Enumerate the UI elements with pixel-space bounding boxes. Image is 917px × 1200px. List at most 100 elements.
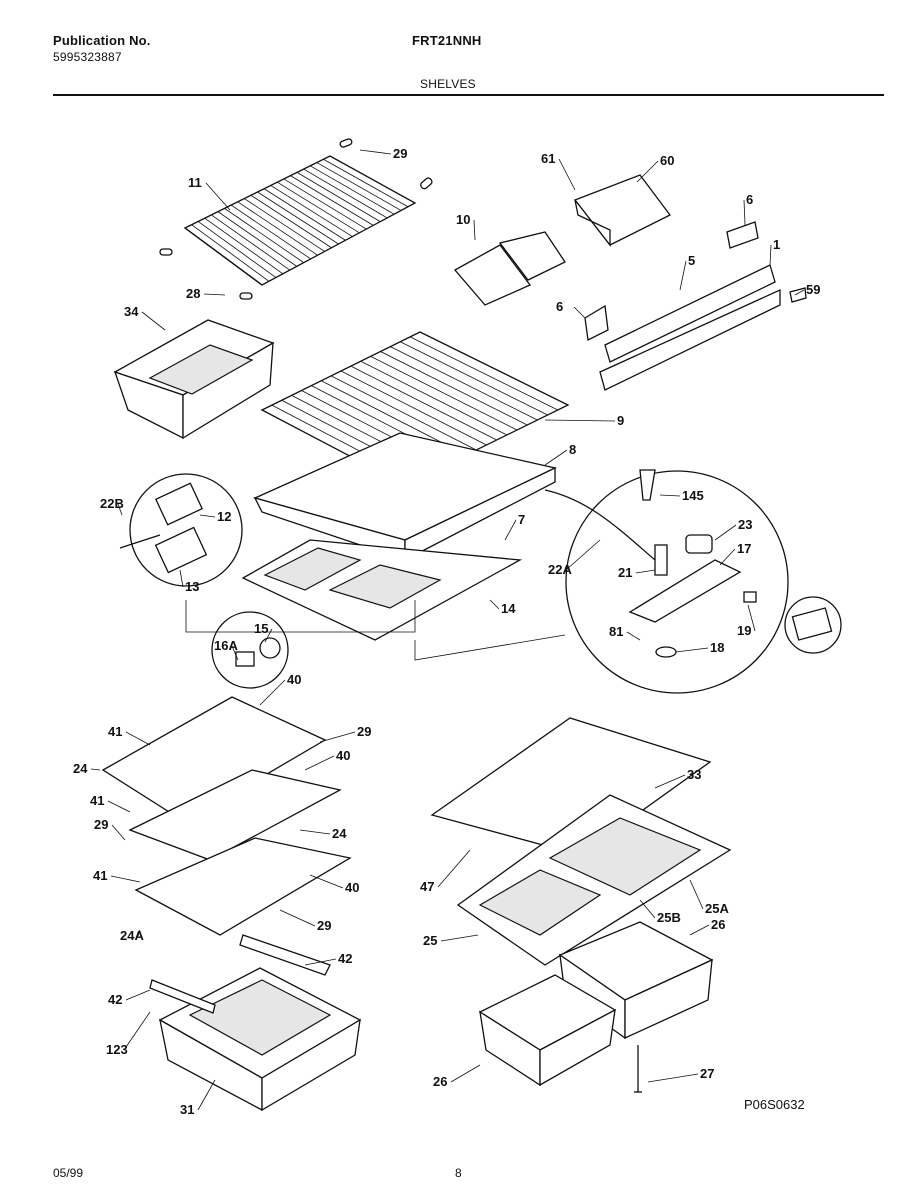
callout-leader — [111, 824, 126, 841]
callout-label: 17 — [737, 541, 751, 556]
callout-label: 6 — [556, 299, 563, 314]
callout-leader — [231, 645, 239, 661]
callout-label: 13 — [185, 579, 199, 594]
callout-leader — [489, 599, 500, 610]
shelf-wire — [224, 208, 304, 263]
shelf-wire — [277, 181, 360, 234]
callout-leader — [747, 604, 756, 632]
callout-leader — [689, 924, 710, 936]
callout-label: 22B — [100, 496, 124, 511]
callout-label: 9 — [617, 413, 624, 428]
shelf-wire — [290, 175, 374, 226]
callout-leader — [137, 929, 141, 937]
callout-label: 27 — [700, 1066, 714, 1081]
deli-drawer-part — [113, 319, 275, 440]
callout-label: 8 — [569, 442, 576, 457]
callout-leader — [635, 569, 656, 574]
callout-leader — [654, 774, 686, 789]
callout-leader — [110, 875, 141, 883]
callout-leader — [647, 1073, 699, 1083]
callout-label: 41 — [108, 724, 122, 739]
control-housing-part — [253, 432, 557, 562]
callout-leader — [675, 647, 709, 653]
shelf-wire — [270, 185, 353, 237]
shelf-wire — [197, 221, 277, 278]
light-bulb-part — [211, 611, 289, 689]
callout-leader — [437, 849, 471, 888]
callout-label: 11 — [188, 175, 202, 190]
footer-date: 05/99 — [53, 1166, 84, 1180]
callout-leader — [107, 800, 131, 813]
callout-label: 24 — [332, 826, 347, 841]
callout-label: 40 — [336, 748, 350, 763]
callout-label: 1 — [773, 237, 780, 252]
callout-leader — [90, 768, 101, 771]
footer-page-number: 8 — [455, 1166, 462, 1180]
shelf-wire — [217, 211, 298, 267]
shelf-wire — [296, 172, 381, 222]
shelf-rib — [370, 356, 518, 431]
callout-leader — [117, 503, 123, 516]
callout-label: 25 — [423, 933, 437, 948]
callout-leader — [299, 829, 331, 835]
callout-leader — [504, 519, 517, 541]
callout-label: 12 — [217, 509, 231, 524]
callout-label: 81 — [609, 624, 623, 639]
callout-leader — [359, 149, 392, 155]
callout-label: 26 — [433, 1074, 447, 1089]
callout-label: 19 — [737, 623, 751, 638]
callout-leader — [319, 731, 356, 743]
callout-leader — [714, 524, 737, 541]
callout-label: 29 — [357, 724, 371, 739]
glass-shelf-middle-part — [128, 769, 342, 861]
callout-leader — [179, 569, 184, 588]
callout-label: 7 — [518, 512, 525, 527]
section-title: SHELVES — [420, 77, 476, 91]
shelf-wire — [237, 201, 318, 256]
callout-leader — [304, 958, 337, 966]
wire-shelf-part — [183, 155, 417, 286]
glass-shelf-upper-part — [101, 696, 327, 823]
shelf-wire — [230, 204, 311, 260]
callout-leader — [125, 731, 151, 746]
callout-leader — [639, 899, 656, 919]
callout-leader — [259, 679, 286, 706]
callout-label: 123 — [106, 1042, 128, 1057]
shelf-rib — [340, 370, 487, 446]
end-cap-part — [239, 292, 253, 300]
callout-leader — [565, 539, 601, 571]
callout-label: 34 — [124, 304, 139, 319]
callout-leader — [573, 306, 586, 319]
callout-label: 28 — [186, 286, 200, 301]
callout-label: 42 — [338, 951, 352, 966]
end-cap-part — [159, 248, 173, 256]
callout-leader — [719, 548, 736, 566]
shelf-rib — [350, 365, 497, 441]
shelf-wire — [244, 198, 325, 252]
callout-leader — [659, 494, 681, 497]
shelf-wire — [211, 214, 291, 271]
callout-label: 41 — [90, 793, 104, 808]
callout-label: 14 — [501, 601, 516, 616]
callout-leader — [304, 755, 335, 771]
screw-part — [634, 1045, 642, 1093]
crisper-drawer-left-part — [149, 934, 362, 1112]
callout-leader — [743, 199, 746, 226]
shelf-rib — [360, 360, 508, 436]
shelf-wire — [250, 194, 332, 249]
callout-leader — [125, 989, 151, 1001]
callout-label: 145 — [682, 488, 704, 503]
control-shelf-part — [260, 331, 570, 486]
callout-leader — [203, 293, 226, 296]
detail-circle-left — [119, 473, 416, 633]
callout-label: 23 — [738, 517, 752, 532]
callout-leader — [769, 244, 772, 266]
light-cover-part — [241, 539, 523, 641]
callout-label: 59 — [806, 282, 820, 297]
callout-label: 40 — [345, 880, 359, 895]
callout-leader — [450, 1064, 481, 1083]
shelf-wire — [323, 158, 409, 208]
crisper-cover-glass-part — [430, 717, 712, 856]
end-cap-part — [339, 138, 353, 148]
